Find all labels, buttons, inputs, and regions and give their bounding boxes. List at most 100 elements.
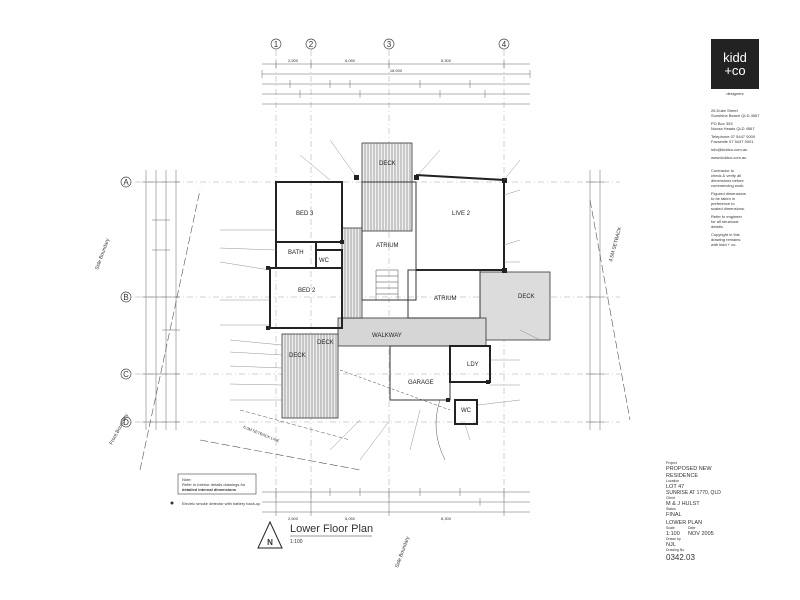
location-line2: SUNRISE AT 1770, QLD (666, 490, 721, 496)
note-line: Contractor to (711, 168, 735, 173)
logo-line1: kidd (723, 50, 747, 65)
room-ldy: LDY (467, 362, 479, 368)
drawn-label: Drawn by (666, 537, 681, 541)
drawing-number: 0342.03 (666, 553, 695, 562)
note-line: scaled dimensions. (711, 206, 745, 211)
drawing-name: LOWER PLAN (666, 520, 702, 526)
logo-line2: +co (724, 63, 745, 78)
dimension-strings-bottom: 2,500 6,050 8,300 (262, 488, 530, 521)
note-box: Note: Refer to interior details drawings… (177, 473, 257, 495)
scale-value: 1:100 (666, 531, 680, 537)
contact-line: 26 Duke Street (711, 108, 739, 113)
dim-top-4: 8,300 (441, 58, 452, 63)
note-line: dimensions before (711, 178, 744, 183)
contact-line: Noosa Heads QLD 4567 (711, 126, 755, 131)
note-line: drawing remains (711, 237, 740, 242)
contact-line: www.kiddco.com.au (711, 155, 746, 160)
title-block: Project PROPOSED NEW RESIDENCE Location … (666, 461, 721, 562)
project-line2: RESIDENCE (666, 473, 698, 479)
contact-line: Facsimile 07 5447 0001 (711, 139, 754, 144)
note-line: Refer to engineer (711, 214, 743, 219)
grid-row-b: B (123, 293, 128, 302)
project-line1: PROPOSED NEW (666, 466, 712, 472)
room-garage: GARAGE (408, 380, 434, 386)
room-bed2: BED 2 (298, 288, 316, 294)
contact-block: 26 Duke Street Sunshine Beach QLD 4567 P… (711, 108, 760, 160)
setback-bottom-label: 6.0M SETBACK LINE (243, 424, 281, 443)
date-label: Date (688, 526, 695, 530)
front-boundary-label: Front Boundary (108, 412, 130, 446)
room-bath: BATH (288, 250, 304, 256)
grid-row-a: A (123, 178, 129, 187)
note-line: to be taken in (711, 196, 735, 201)
contact-line: info@kiddco.com.au (711, 147, 747, 152)
room-wc2: WC (461, 408, 472, 414)
note-line: check & verify all (711, 173, 741, 178)
note-line: with kidd + co. (711, 242, 736, 247)
room-wc1: WC (319, 258, 330, 264)
drawing-number-label: Drawing No (666, 548, 684, 552)
north-label: N (267, 538, 273, 547)
setback-right-label: 4.5M SETBACK (608, 226, 623, 263)
contact-line: Telephone 07 5447 0000 (711, 134, 756, 139)
side-boundary-left-label: Side Boundary (94, 237, 111, 270)
client-value: M & J HULST (666, 501, 700, 507)
smoke-detector-note: Electric smoke detector with battery bac… (182, 501, 261, 506)
notes-block: Contractor to check & verify all dimensi… (711, 168, 746, 247)
note-line: Figured dimensions (711, 191, 746, 196)
dim-bottom-3: 8,300 (441, 516, 452, 521)
room-labels: BED 3 BATH WC BED 2 ATRIUM ATRIUM LIVE 2… (288, 161, 535, 414)
room-deck-top: DECK (379, 161, 396, 167)
note-line: details. (711, 224, 724, 229)
plan-scale: 1:100 (290, 539, 303, 545)
room-walkway: WALKWAY (372, 333, 402, 339)
annotation-leaders (219, 139, 541, 461)
dim-bottom-2: 6,050 (345, 516, 356, 521)
date-value: NOV 2005 (688, 531, 714, 537)
location-line1: LOT 47 (666, 484, 684, 490)
grid-row-c: C (123, 370, 129, 379)
note-box-line2: detailed internal dimensions (182, 487, 237, 492)
room-deck-right: DECK (518, 294, 535, 300)
note-box-title: Note: (182, 477, 192, 482)
note-line: commencing work. (711, 183, 744, 188)
logo-subtitle: designers (726, 91, 743, 96)
grid-col-1: 1 (274, 40, 279, 49)
walkway-fill (337, 317, 487, 347)
scale-label: Scale (666, 526, 675, 530)
dim-bottom-1: 2,500 (288, 516, 299, 521)
note-box-line1: Refer to interior details drawings for (182, 482, 246, 487)
smoke-detector-symbol (170, 501, 174, 505)
grid-row-d: D (123, 418, 129, 427)
deck-right-fill (479, 271, 551, 341)
room-live2: LIVE 2 (452, 211, 471, 217)
note-line: preference to (711, 201, 735, 206)
grid-col-2: 2 (309, 40, 314, 49)
status-label: Status (666, 507, 676, 511)
grid-bubbles-rows: A B C D (120, 176, 132, 428)
room-bed3: BED 3 (296, 211, 314, 217)
north-arrow: N (257, 520, 283, 549)
grid-col-4: 4 (502, 40, 507, 49)
room-atrium-lower: ATRIUM (434, 296, 457, 302)
dimension-strings-top: 2,500 6,050 18,900 8,300 (261, 58, 531, 105)
dim-top-2: 6,050 (345, 58, 356, 63)
status-value: FINAL (666, 512, 682, 518)
location-label: Location (666, 479, 679, 483)
contact-line: PO Box 393 (711, 121, 733, 126)
grid-bubbles-columns: 1 2 3 4 (270, 38, 510, 50)
dim-top-3: 18,900 (390, 68, 403, 73)
dimension-strings-sides (142, 170, 604, 430)
dim-top-1: 2,500 (288, 58, 299, 63)
plan-title: Lower Floor Plan (290, 523, 373, 535)
deck-top-hatch (361, 142, 413, 232)
kidd-co-logo: kidd +co (711, 39, 759, 89)
building-walls (266, 174, 507, 461)
room-deck-left2: DECK (317, 340, 334, 346)
grid-col-3: 3 (387, 40, 392, 49)
room-deck-left1: DECK (289, 353, 306, 359)
boundary-lines (139, 189, 631, 471)
drawn-value: NJL (666, 542, 676, 548)
project-label: Project (666, 461, 677, 465)
